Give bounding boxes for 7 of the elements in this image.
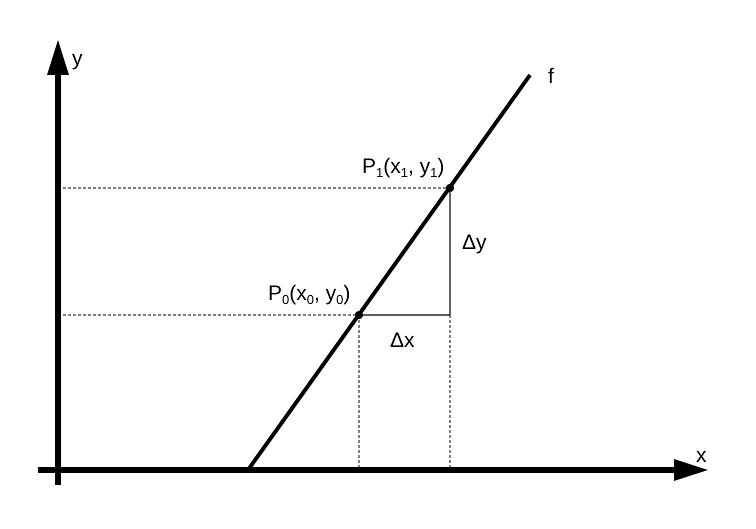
axis-label: y	[72, 48, 82, 69]
delta-label: Δx	[390, 330, 415, 351]
point-label: P$_{0}$(x$_{0}$, y$_{0}$)	[268, 283, 350, 306]
function-label: f	[548, 66, 554, 87]
point-label: P$_{1}$(x$_{1}$, y$_{1}$)	[362, 156, 444, 179]
axis-label: x	[696, 445, 706, 466]
delta-label: Δy	[462, 232, 487, 253]
